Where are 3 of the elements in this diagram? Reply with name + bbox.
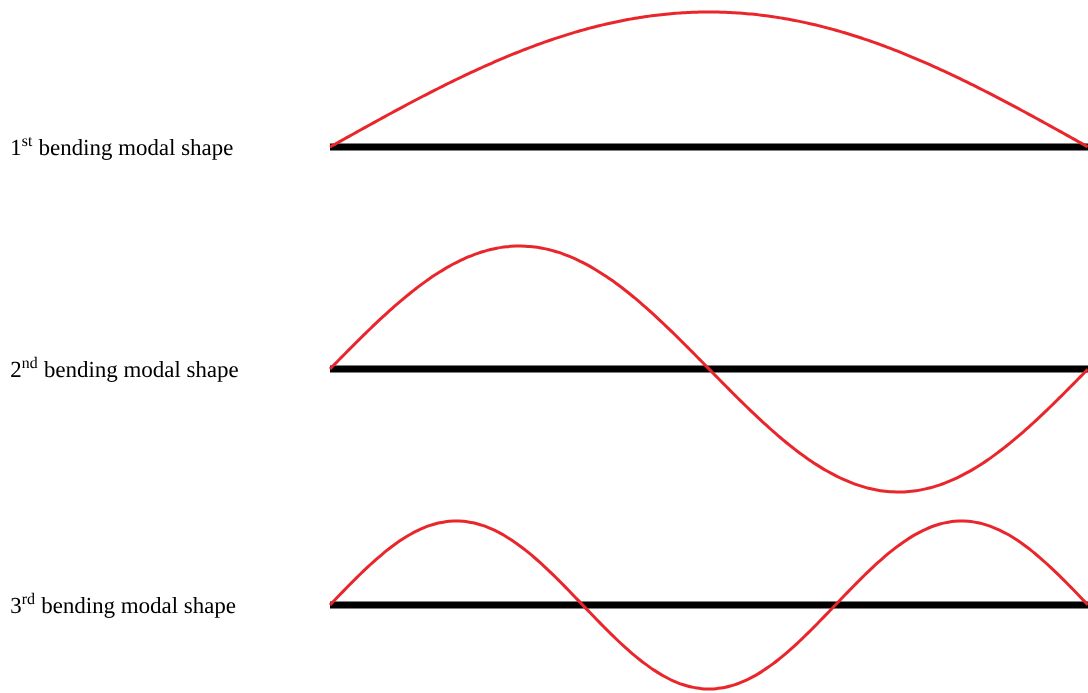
mode-label: 2$^{nd}$ bending modal shape xyxy=(11,356,238,382)
mode-label: 3$^{rd}$ bending modal shape xyxy=(11,592,236,618)
mode-label: 1$^{st}$ bending modal shape xyxy=(12,136,233,160)
